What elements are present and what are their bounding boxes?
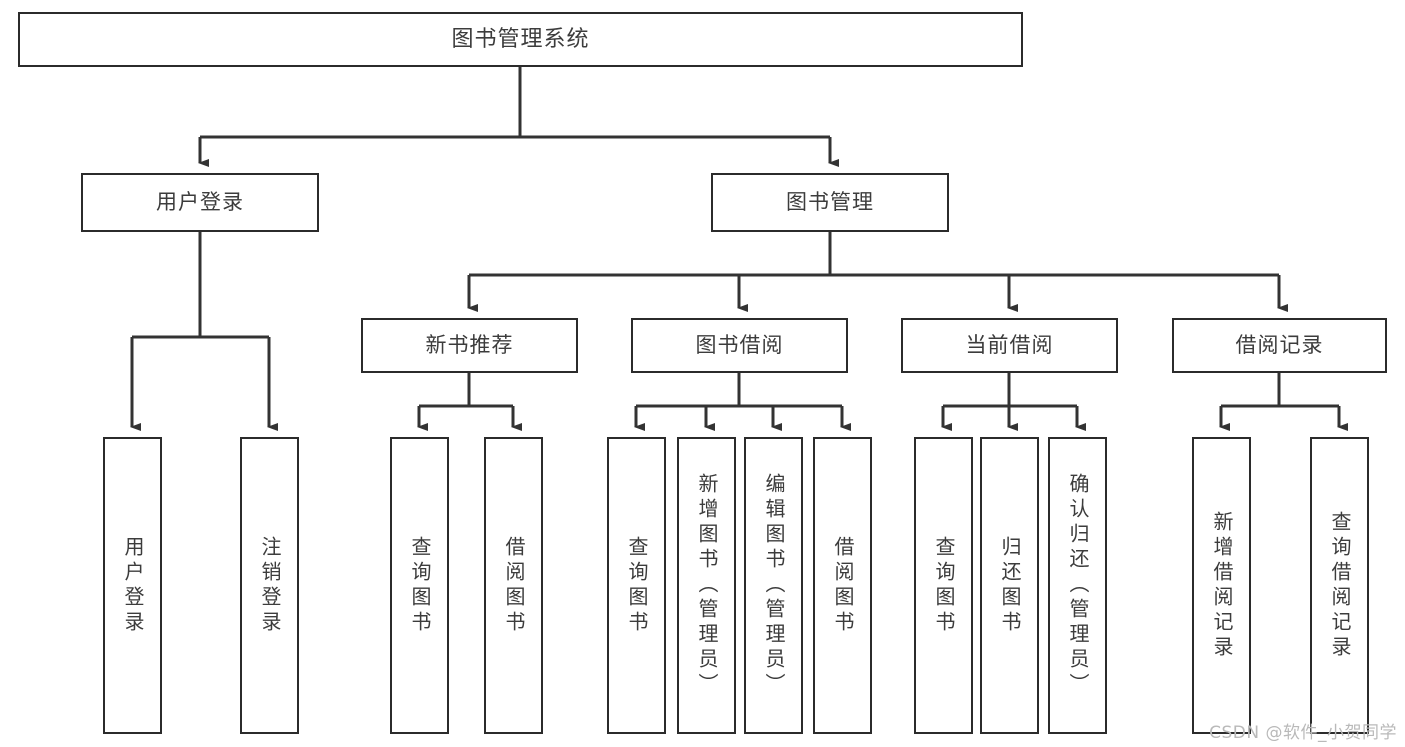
node-book-borrow[interactable]: 图书借阅 bbox=[631, 318, 848, 373]
node-leaf-edit-book[interactable]: 编辑图书（管理员） bbox=[744, 437, 803, 734]
node-leaf-borrow-book-2[interactable]: 借阅图书 bbox=[813, 437, 872, 734]
node-book-manage-label: 图书管理 bbox=[786, 190, 874, 215]
node-leaf-query-borrow-record-label: 查询借阅记录 bbox=[1328, 510, 1352, 661]
node-current-borrow-label: 当前借阅 bbox=[965, 333, 1054, 358]
node-leaf-user-login-label: 用户登录 bbox=[121, 535, 145, 636]
node-leaf-confirm-return[interactable]: 确认归还（管理员） bbox=[1048, 437, 1107, 734]
node-root[interactable]: 图书管理系统 bbox=[18, 12, 1023, 67]
node-leaf-return-book-label: 归还图书 bbox=[998, 535, 1022, 636]
node-borrow-record[interactable]: 借阅记录 bbox=[1172, 318, 1387, 373]
node-leaf-logout-login[interactable]: 注销登录 bbox=[240, 437, 299, 734]
node-leaf-query-book-3-label: 查询图书 bbox=[932, 535, 956, 636]
node-leaf-edit-book-label: 编辑图书（管理员） bbox=[762, 473, 786, 698]
node-leaf-add-book[interactable]: 新增图书（管理员） bbox=[677, 437, 736, 734]
node-leaf-add-book-label: 新增图书（管理员） bbox=[695, 473, 719, 698]
node-current-borrow[interactable]: 当前借阅 bbox=[901, 318, 1118, 373]
node-leaf-borrow-book-2-label: 借阅图书 bbox=[831, 535, 855, 636]
node-borrow-record-label: 借阅记录 bbox=[1235, 333, 1324, 358]
node-leaf-logout-login-label: 注销登录 bbox=[258, 535, 282, 636]
node-leaf-confirm-return-label: 确认归还（管理员） bbox=[1066, 473, 1090, 698]
node-leaf-add-borrow-record-label: 新增借阅记录 bbox=[1210, 510, 1234, 661]
node-leaf-query-book-2[interactable]: 查询图书 bbox=[607, 437, 666, 734]
node-leaf-query-book-2-label: 查询图书 bbox=[625, 535, 649, 636]
node-leaf-borrow-book-1-label: 借阅图书 bbox=[502, 535, 526, 636]
node-leaf-query-borrow-record[interactable]: 查询借阅记录 bbox=[1310, 437, 1369, 734]
node-leaf-add-borrow-record[interactable]: 新增借阅记录 bbox=[1192, 437, 1251, 734]
node-leaf-query-book-1-label: 查询图书 bbox=[408, 535, 432, 636]
node-user-login[interactable]: 用户登录 bbox=[81, 173, 319, 232]
node-leaf-user-login[interactable]: 用户登录 bbox=[103, 437, 162, 734]
node-new-book-recommend[interactable]: 新书推荐 bbox=[361, 318, 578, 373]
node-book-manage[interactable]: 图书管理 bbox=[711, 173, 949, 232]
node-leaf-query-book-3[interactable]: 查询图书 bbox=[914, 437, 973, 734]
node-book-borrow-label: 图书借阅 bbox=[695, 333, 784, 358]
node-leaf-query-book-1[interactable]: 查询图书 bbox=[390, 437, 449, 734]
node-root-label: 图书管理系统 bbox=[451, 26, 590, 52]
node-user-login-label: 用户登录 bbox=[156, 190, 244, 215]
node-new-book-recommend-label: 新书推荐 bbox=[425, 333, 514, 358]
node-leaf-return-book[interactable]: 归还图书 bbox=[980, 437, 1039, 734]
node-leaf-borrow-book-1[interactable]: 借阅图书 bbox=[484, 437, 543, 734]
